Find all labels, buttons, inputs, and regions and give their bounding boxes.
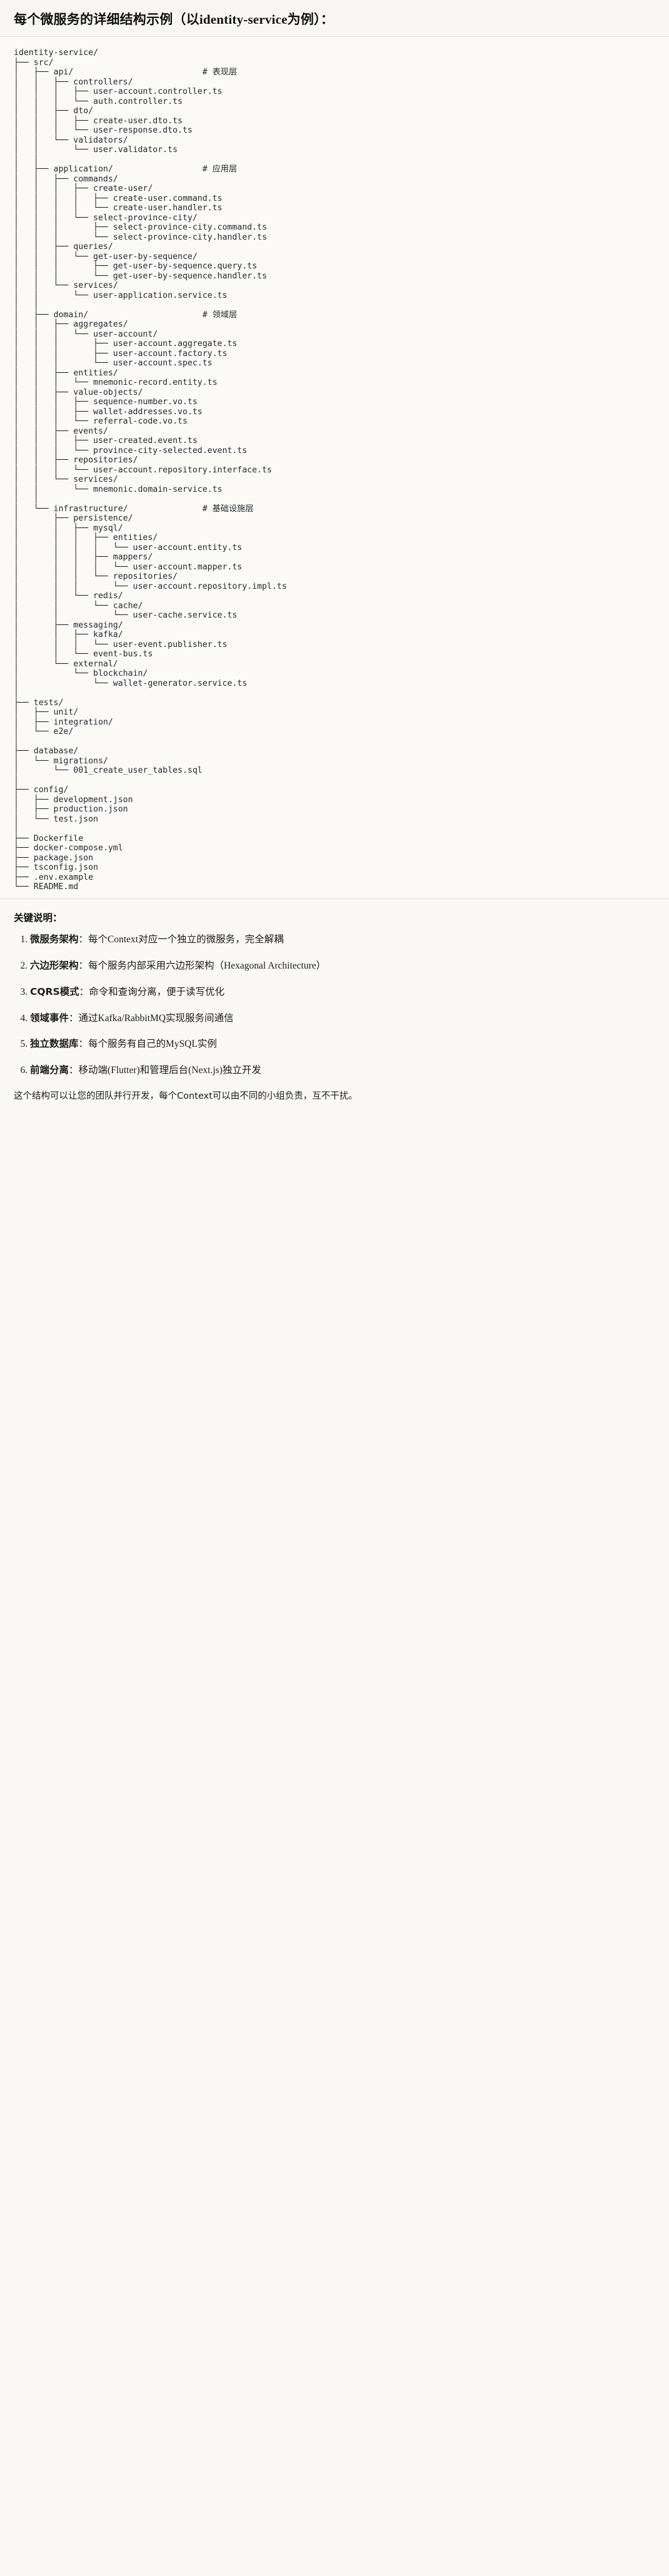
list-item: 前端分离：移动端(Flutter)和管理后台(Next.js)独立开发 (30, 1064, 655, 1077)
page-title-suffix: 为例）： (287, 12, 334, 27)
note-sep: ： (79, 986, 89, 997)
note-desc: 每个服务内部采用六边形架构（Hexagonal Architecture） (88, 960, 326, 971)
note-sep: ： (78, 1039, 89, 1050)
list-item: CQRS模式：命令和查询分离，便于读写优化 (30, 985, 655, 999)
note-desc: 通过Kafka/RabbitMQ实现服务间通信 (78, 1012, 234, 1024)
note-desc: 每个Context对应一个独立的微服务，完全解耦 (88, 934, 284, 945)
list-item: 微服务架构：每个Context对应一个独立的微服务，完全解耦 (30, 933, 655, 947)
document-header: 每个微服务的详细结构示例（以identity-service为例）： (0, 0, 669, 38)
note-desc: 命令和查询分离，便于读写优化 (89, 986, 225, 997)
closing-paragraph: 这个结构可以让您的团队并行开发，每个Context可以由不同的小组负责，互不干扰… (14, 1091, 358, 1102)
note-sep: ： (78, 934, 89, 945)
list-item: 六边形架构：每个服务内部采用六边形架构（Hexagonal Architectu… (30, 959, 655, 973)
key-notes-title: 关键说明： (14, 912, 63, 924)
note-term: 独立数据库 (30, 1038, 79, 1050)
note-term: 领域事件 (30, 1012, 69, 1024)
note-sep: ： (78, 960, 89, 971)
list-item: 独立数据库：每个服务有自己的MySQL实例 (30, 1037, 655, 1051)
key-notes-section: 关键说明： 微服务架构：每个Context对应一个独立的微服务，完全解耦 六边形… (0, 898, 669, 1117)
page-title-prefix: 每个微服务的详细结构示例（以 (14, 12, 199, 27)
list-item: 领域事件：通过Kafka/RabbitMQ实现服务间通信 (30, 1012, 655, 1026)
key-notes-list: 微服务架构：每个Context对应一个独立的微服务，完全解耦 六边形架构：每个服… (14, 933, 655, 1078)
page-title: 每个微服务的详细结构示例（以identity-service为例）： (14, 11, 655, 28)
note-sep: ： (69, 1065, 79, 1076)
note-desc: 每个服务有自己的MySQL实例 (88, 1039, 217, 1050)
note-term: 六边形架构 (30, 959, 79, 971)
directory-tree: identity-service/ ├── src/ │ ├── api/ # … (14, 48, 287, 892)
note-sep: ： (69, 1012, 79, 1024)
page-title-code: identity-service (199, 12, 288, 27)
note-term: CQRS模式 (30, 985, 79, 997)
note-term: 前端分离 (30, 1064, 69, 1076)
note-term: 微服务架构 (30, 933, 79, 945)
document-page: 每个微服务的详细结构示例（以identity-service为例）： ident… (0, 0, 669, 1117)
directory-tree-block: identity-service/ ├── src/ │ ├── api/ # … (0, 37, 669, 899)
note-desc: 移动端(Flutter)和管理后台(Next.js)独立开发 (78, 1065, 261, 1076)
